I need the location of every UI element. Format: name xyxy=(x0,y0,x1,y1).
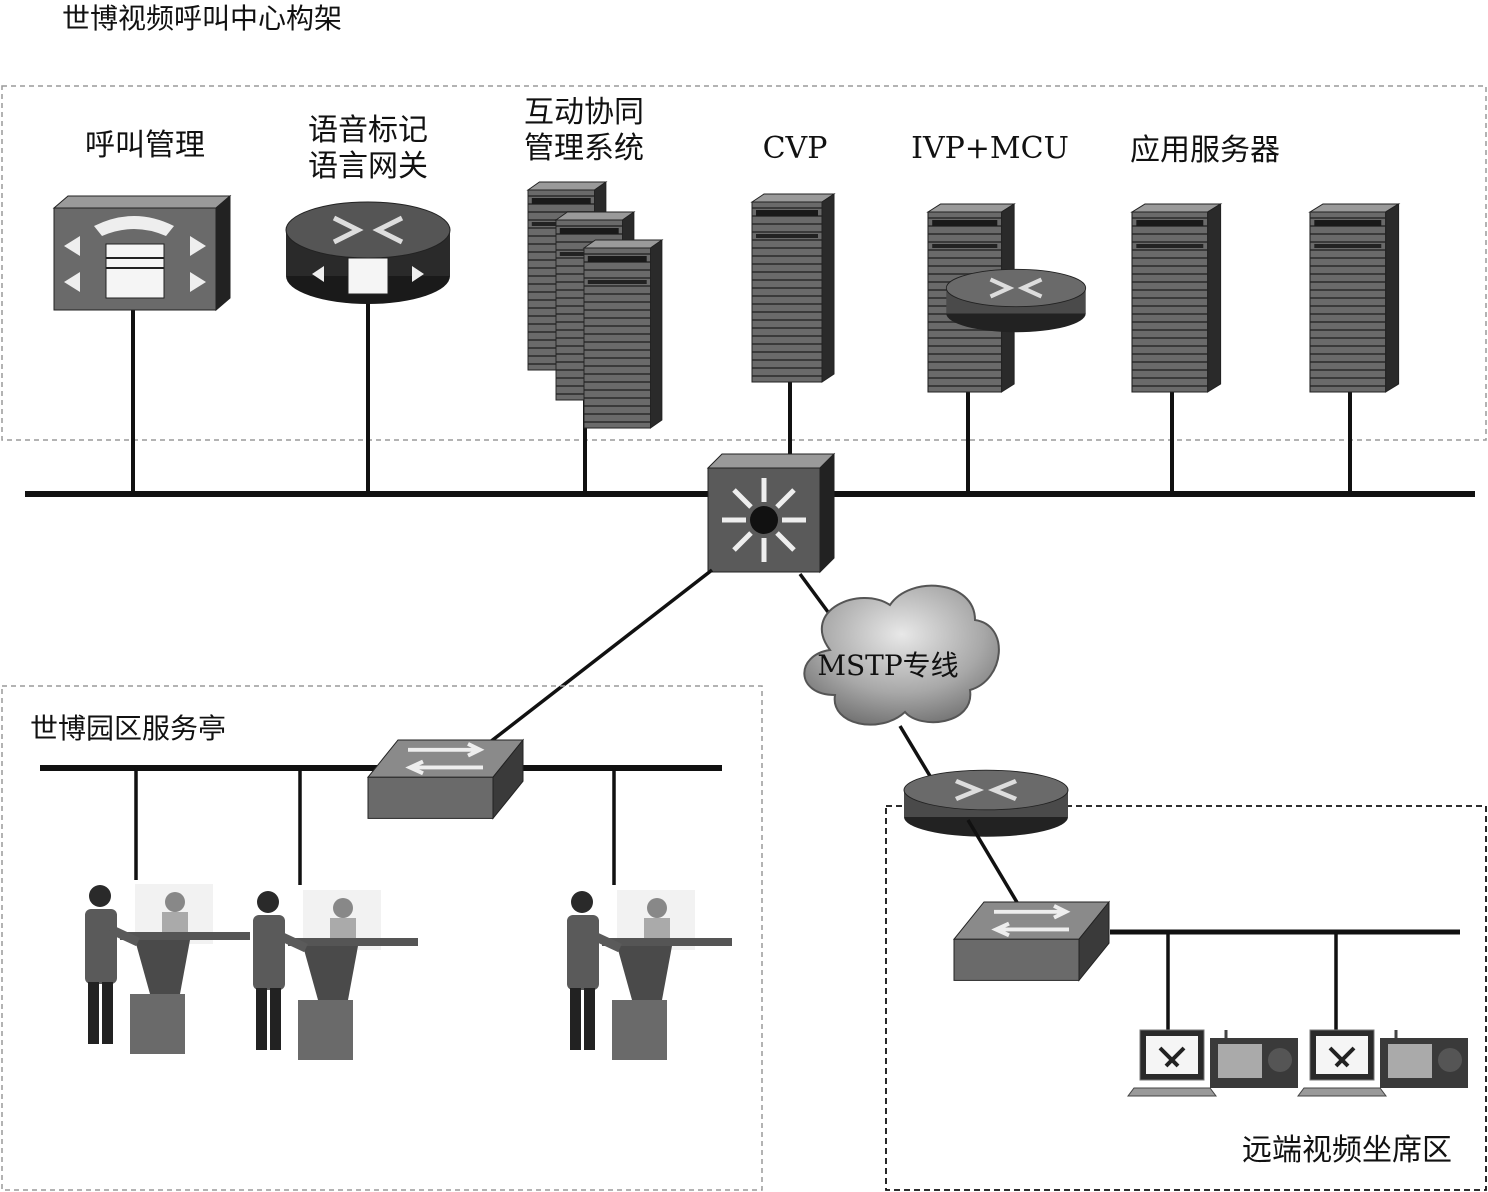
label-app-server: 应用服务器 xyxy=(1130,133,1280,168)
collab-server-cluster-icon xyxy=(527,181,663,429)
remote-agent-links xyxy=(1166,932,1338,1030)
kiosk-2 xyxy=(253,890,418,1060)
link-core-to-cloud xyxy=(798,572,830,614)
expo-zone-label: 世博园区服务亭 xyxy=(30,712,226,745)
expo-kiosk-links xyxy=(134,768,616,885)
label-call-manager: 呼叫管理 xyxy=(85,128,205,163)
call-manager-icon xyxy=(52,194,232,312)
remote-zone-label: 远端视频坐席区 xyxy=(1242,1133,1452,1168)
link-router-to-remote-switch xyxy=(966,819,1020,905)
diagram-title: 世博视频呼叫中心构架 xyxy=(62,2,342,35)
video-agent-workstation-1 xyxy=(1126,1028,1300,1098)
mstp-cloud: MSTP专线 xyxy=(803,584,1000,726)
label-collab-system-line2: 管理系统 xyxy=(524,131,644,166)
label-voice-gateway-line1: 语音标记 xyxy=(308,113,428,148)
remote-zone-region xyxy=(885,805,1487,1191)
link-core-to-expo xyxy=(488,568,714,744)
kiosk-3 xyxy=(567,890,732,1060)
cloud-label: MSTP专线 xyxy=(817,649,958,682)
label-cvp: CVP xyxy=(763,131,828,166)
core-switch-icon xyxy=(706,452,836,574)
expo-switch-icon xyxy=(366,738,525,821)
video-agent-workstation-2 xyxy=(1296,1028,1470,1098)
app-server-icon-2 xyxy=(1309,203,1400,393)
kiosk-1 xyxy=(85,884,250,1054)
ivp-mcu-server-icon xyxy=(927,203,1086,393)
datacenter-device-labels: 呼叫管理 语音标记 语言网关 互动协同 管理系统 CVP IVP+MCU 应用服… xyxy=(85,95,1280,184)
voice-gateway-router-icon xyxy=(285,201,451,304)
link-cloud-to-remote xyxy=(898,725,932,777)
label-voice-gateway-line2: 语言网关 xyxy=(308,149,428,184)
datacenter-region xyxy=(1,85,1487,441)
app-server-icon-1 xyxy=(1131,203,1222,393)
cvp-server-icon xyxy=(751,193,835,383)
remote-switch-icon xyxy=(952,900,1111,983)
label-collab-system-line1: 互动协同 xyxy=(524,95,644,130)
device-links xyxy=(131,300,1352,494)
expo-zone-region xyxy=(1,685,763,1191)
remote-router-icon xyxy=(904,770,1068,837)
label-ivp-mcu: IVP+MCU xyxy=(911,131,1069,166)
